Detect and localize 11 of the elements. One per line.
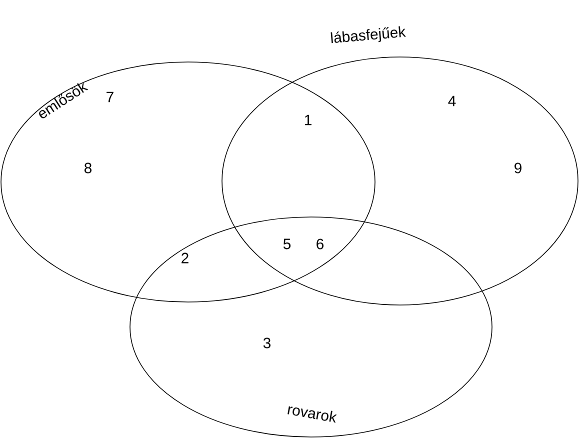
region-number: 2: [182, 252, 188, 264]
set-label: rovarok: [288, 406, 337, 423]
region-number: 7: [106, 92, 114, 102]
region-number: 3: [263, 338, 270, 348]
region-number: 5: [283, 238, 291, 250]
region-number: 1: [305, 114, 312, 126]
region-number: 9: [514, 162, 522, 174]
set-label: lábasfejűek: [330, 26, 406, 44]
region-number: 8: [84, 162, 92, 174]
region-number: 4: [448, 96, 456, 106]
region-number: 6: [316, 238, 324, 250]
